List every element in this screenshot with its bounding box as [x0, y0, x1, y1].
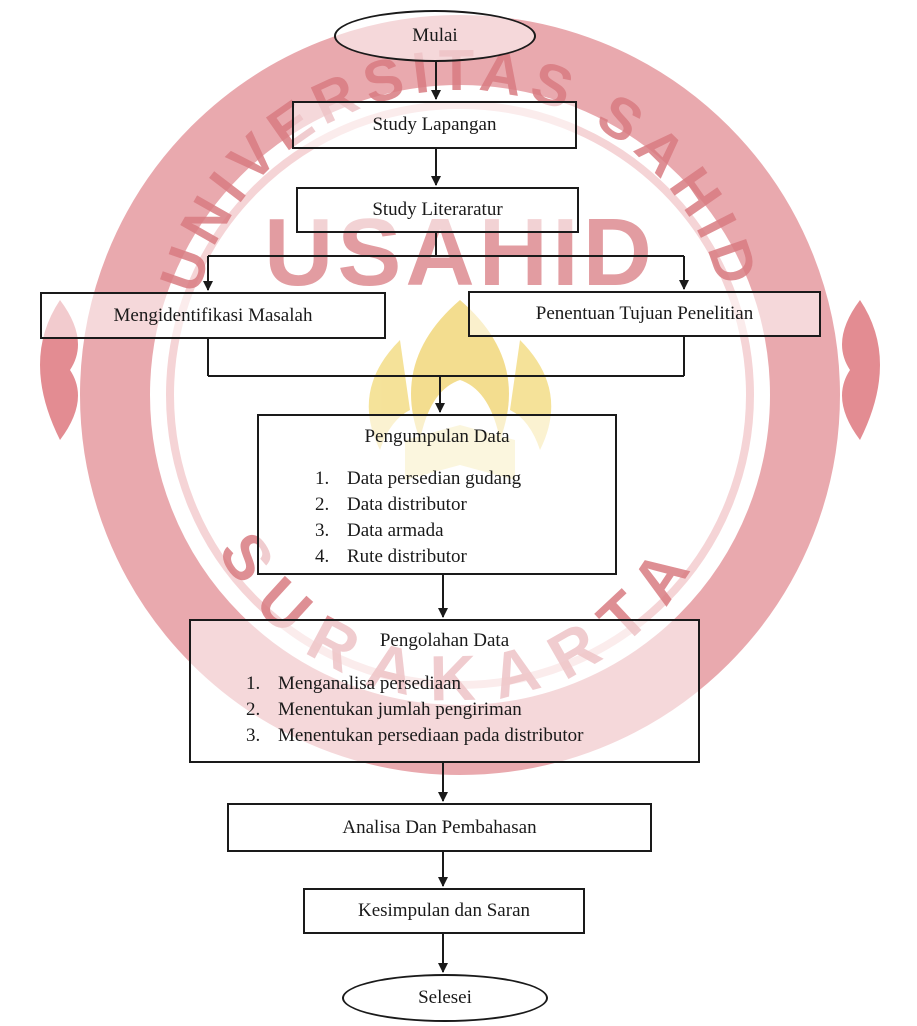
start-label: Mulai [412, 25, 458, 46]
list-item: 2.Menentukan jumlah pengiriman [246, 699, 522, 720]
pengolahan-data-list: 1.Menganalisa persediaan 2.Menentukan ju… [246, 671, 583, 749]
study-literatur-box: Study Literaratur [296, 187, 579, 233]
list-item: 1.Data persedian gudang [315, 468, 522, 489]
start-terminator: Mulai [334, 10, 536, 62]
list-item: 3.Data armada [315, 520, 444, 541]
study-lapangan-label: Study Lapangan [372, 114, 497, 135]
pengumpulan-data-title: Pengumpulan Data [364, 426, 510, 447]
identifikasi-masalah-label: Mengidentifikasi Masalah [113, 304, 313, 326]
kesimpulan-saran-box: Kesimpulan dan Saran [303, 888, 585, 934]
kesimpulan-saran-label: Kesimpulan dan Saran [357, 900, 530, 921]
seal-right-ornament [842, 300, 880, 440]
end-terminator: Selesei [342, 974, 548, 1022]
tujuan-penelitian-label: Penentuan Tujuan Penelitian [535, 303, 754, 324]
analisa-pembahasan-label: Analisa Dan Pembahasan [342, 816, 537, 838]
list-item: 3.Menentukan persediaan pada distributor [246, 725, 584, 746]
pengolahan-data-title: Pengolahan Data [379, 630, 510, 651]
study-lapangan-box: Study Lapangan [292, 101, 577, 149]
list-item: 1.Menganalisa persediaan [246, 673, 462, 694]
study-literatur-label: Study Literaratur [372, 199, 503, 220]
identifikasi-masalah-box: Mengidentifikasi Masalah [40, 292, 386, 339]
analisa-pembahasan-box: Analisa Dan Pembahasan [227, 803, 652, 852]
list-item: 4.Rute distributor [315, 546, 467, 567]
end-label: Selesei [418, 987, 472, 1008]
list-item: 2.Data distributor [315, 494, 467, 515]
pengumpulan-data-box: Pengumpulan Data 1.Data persedian gudang… [257, 414, 617, 575]
pengumpulan-data-list: 1.Data persedian gudang 2.Data distribut… [315, 466, 521, 570]
pengolahan-data-box: Pengolahan Data 1.Menganalisa persediaan… [189, 619, 700, 763]
tujuan-penelitian-box: Penentuan Tujuan Penelitian [468, 291, 821, 337]
